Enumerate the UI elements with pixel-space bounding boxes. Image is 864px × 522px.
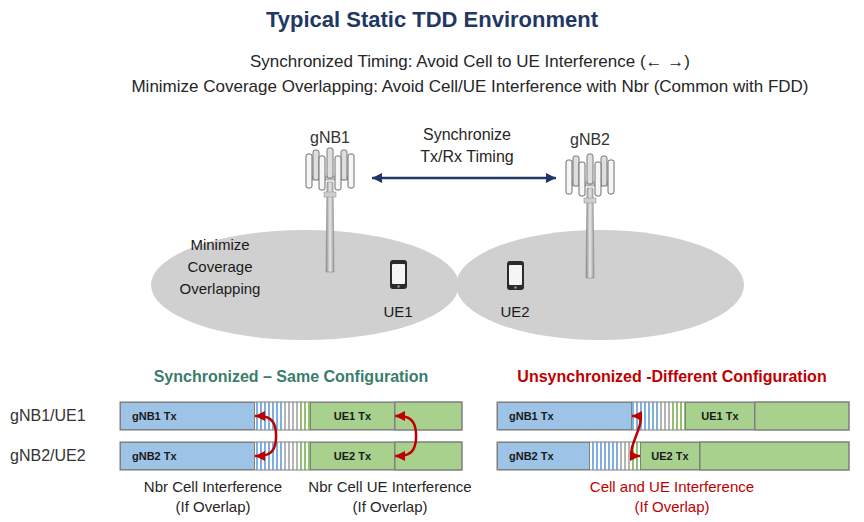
node-text-slot: UE2 bbox=[500, 302, 529, 322]
label-slot: Minimize Coverage Overlapping: Avoid Cel… bbox=[131, 76, 808, 98]
label-slot: gNB1/UE1 bbox=[10, 405, 86, 427]
label-slot: gNB2/UE2 bbox=[10, 445, 86, 467]
tdd-frame-unsync-bottom bbox=[497, 442, 849, 470]
tx-segment: UE1 Tx bbox=[310, 402, 395, 430]
label-slot: Nbr Cell Interference (If Overlap) bbox=[140, 477, 286, 517]
segment-label: gNB2 Tx bbox=[509, 450, 554, 462]
text-label: Nbr Cell UE Interference (If Overlap) bbox=[305, 477, 475, 517]
text-label: Unsynchronized -Different Configuration bbox=[517, 366, 826, 388]
label-slot: Typical Static TDD Environment bbox=[266, 6, 598, 34]
coverage-ellipse bbox=[455, 229, 745, 341]
tx-segment: gNB2 Tx bbox=[497, 442, 590, 470]
text-label: gNB1/UE1 bbox=[10, 405, 86, 427]
text-label: Synchronize Tx/Rx Timing bbox=[415, 124, 519, 168]
label-slot: Synchronize Tx/Rx Timing bbox=[415, 124, 519, 168]
tx-segment: UE1 Tx bbox=[685, 402, 755, 430]
text-label: gNB2/UE2 bbox=[10, 445, 86, 467]
text-label: Nbr Cell Interference (If Overlap) bbox=[140, 477, 286, 517]
tx-segment: gNB1 Tx bbox=[497, 402, 632, 430]
interference-arrow bbox=[395, 416, 416, 456]
tx-segment: UE2 Tx bbox=[310, 442, 395, 470]
label-slot: Unsynchronized -Different Configuration bbox=[517, 366, 826, 388]
coverage-shape bbox=[456, 230, 744, 340]
text-label: gNB2 bbox=[570, 129, 610, 151]
coverage-area: UE2 bbox=[455, 229, 745, 341]
text-label: Minimize Coverage Overlapping: Avoid Cel… bbox=[131, 76, 808, 98]
segment-label: UE1 Tx bbox=[701, 410, 738, 422]
tdd-frame-sync-bottom bbox=[120, 442, 462, 470]
segment-label: gNB1 Tx bbox=[132, 410, 177, 422]
label-slot: Synchronized – Same Configuration bbox=[154, 366, 429, 388]
coverage-area: Minimize Coverage OverlappingUE1 bbox=[150, 229, 460, 341]
tx-segment: UE2 Tx bbox=[640, 442, 700, 470]
segment-label: UE1 Tx bbox=[334, 410, 371, 422]
sync-arrow bbox=[372, 177, 556, 180]
label-slot: Cell and UE Interference (If Overlap) bbox=[587, 477, 757, 517]
ue-phone bbox=[507, 261, 524, 290]
text-label: Synchronized – Same Configuration bbox=[154, 366, 429, 388]
interference-arrow bbox=[255, 416, 276, 456]
node-text-slot: Minimize Coverage Overlapping bbox=[176, 234, 264, 300]
node-text-slot: UE1 bbox=[383, 302, 412, 322]
tdd-frame-unsync-top bbox=[497, 402, 849, 430]
ue-phone bbox=[390, 260, 407, 289]
label-slot: Nbr Cell UE Interference (If Overlap) bbox=[305, 477, 475, 517]
tx-segment: gNB2 Tx bbox=[120, 442, 255, 470]
coverage-shape bbox=[151, 230, 459, 340]
segment-label: UE2 Tx bbox=[651, 450, 688, 462]
area-label: Minimize Coverage Overlapping bbox=[176, 234, 264, 300]
tx-segment: gNB1 Tx bbox=[120, 402, 255, 430]
label-slot: gNB1 bbox=[310, 127, 350, 149]
segment-label: gNB1 Tx bbox=[509, 410, 554, 422]
segment-label: gNB2 Tx bbox=[132, 450, 177, 462]
text-label: Cell and UE Interference (If Overlap) bbox=[587, 477, 757, 517]
text-label: gNB1 bbox=[310, 127, 350, 149]
label-slot: Synchronized Timing: Avoid Cell to UE In… bbox=[250, 51, 690, 73]
label-slot: gNB2 bbox=[570, 129, 610, 151]
tdd-frame-sync-top bbox=[120, 402, 462, 430]
text-label: Synchronized Timing: Avoid Cell to UE In… bbox=[250, 51, 690, 73]
segment-label: UE2 Tx bbox=[334, 450, 371, 462]
diagram-title: Typical Static TDD Environment bbox=[266, 6, 598, 34]
area-label: UE1 bbox=[383, 302, 412, 322]
area-label: UE2 bbox=[500, 302, 529, 322]
